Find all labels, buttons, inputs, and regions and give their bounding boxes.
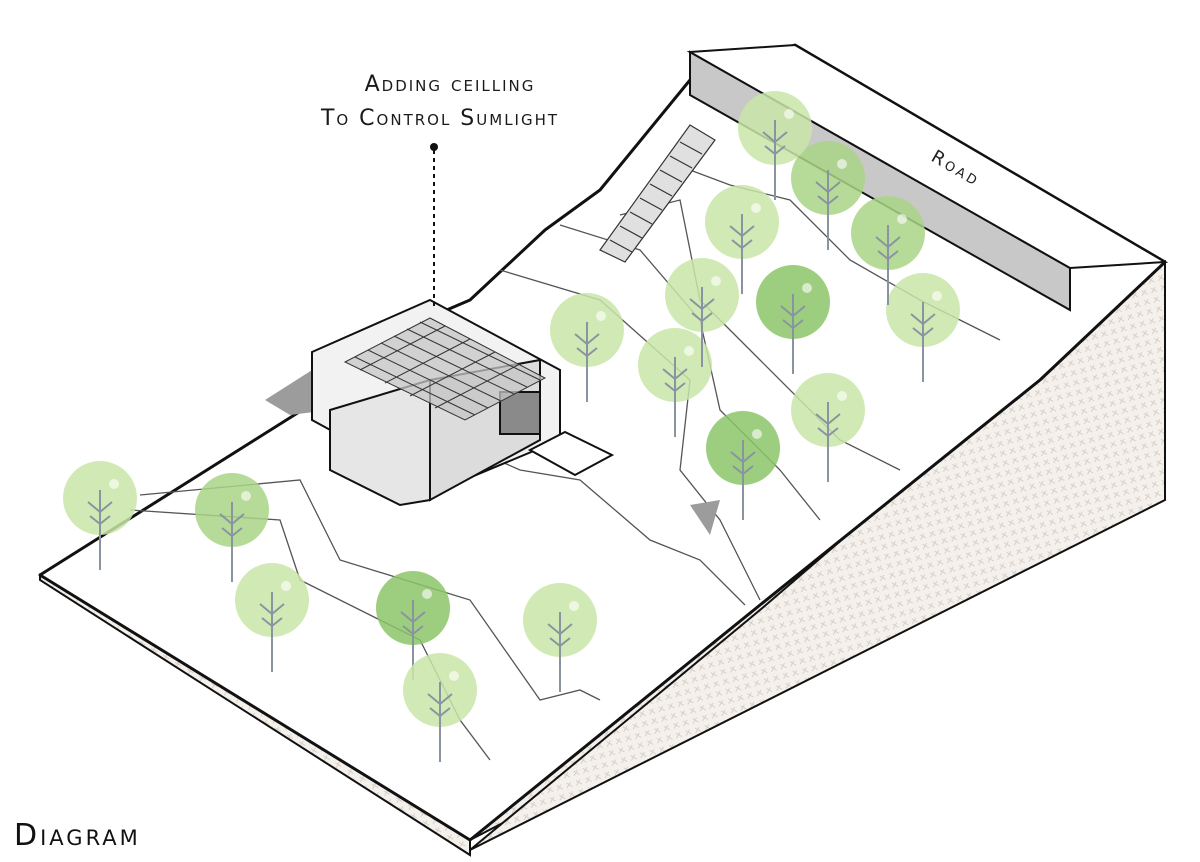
road-surface	[686, 43, 1169, 270]
tree-icon	[791, 373, 865, 482]
tree-icon	[195, 473, 269, 582]
slope-shadow	[690, 500, 720, 535]
tree-icon	[886, 273, 960, 382]
tree-icon	[403, 653, 477, 762]
tree-icon	[756, 265, 830, 374]
courtyard-pool	[527, 430, 615, 477]
tree-icon	[665, 258, 739, 367]
tree-icon	[63, 461, 137, 570]
tree-icon	[550, 293, 624, 402]
tree-icon	[523, 583, 597, 692]
diagram-label: Diagram	[14, 818, 141, 853]
tree-icon	[791, 141, 865, 250]
tree-icon	[235, 563, 309, 672]
tree-icon	[705, 185, 779, 294]
pergola-ceiling	[343, 317, 547, 421]
tree-icon	[638, 328, 712, 437]
annotation-line-2: To Control Sumlight	[320, 106, 560, 131]
tree-icon	[738, 91, 812, 200]
tree-icon	[851, 196, 925, 305]
annotation-dot	[430, 143, 438, 151]
stair-icon	[599, 124, 716, 263]
tree-icon	[706, 411, 780, 520]
trees	[63, 91, 960, 762]
annotation-line-1: Adding ceilling	[364, 72, 536, 97]
